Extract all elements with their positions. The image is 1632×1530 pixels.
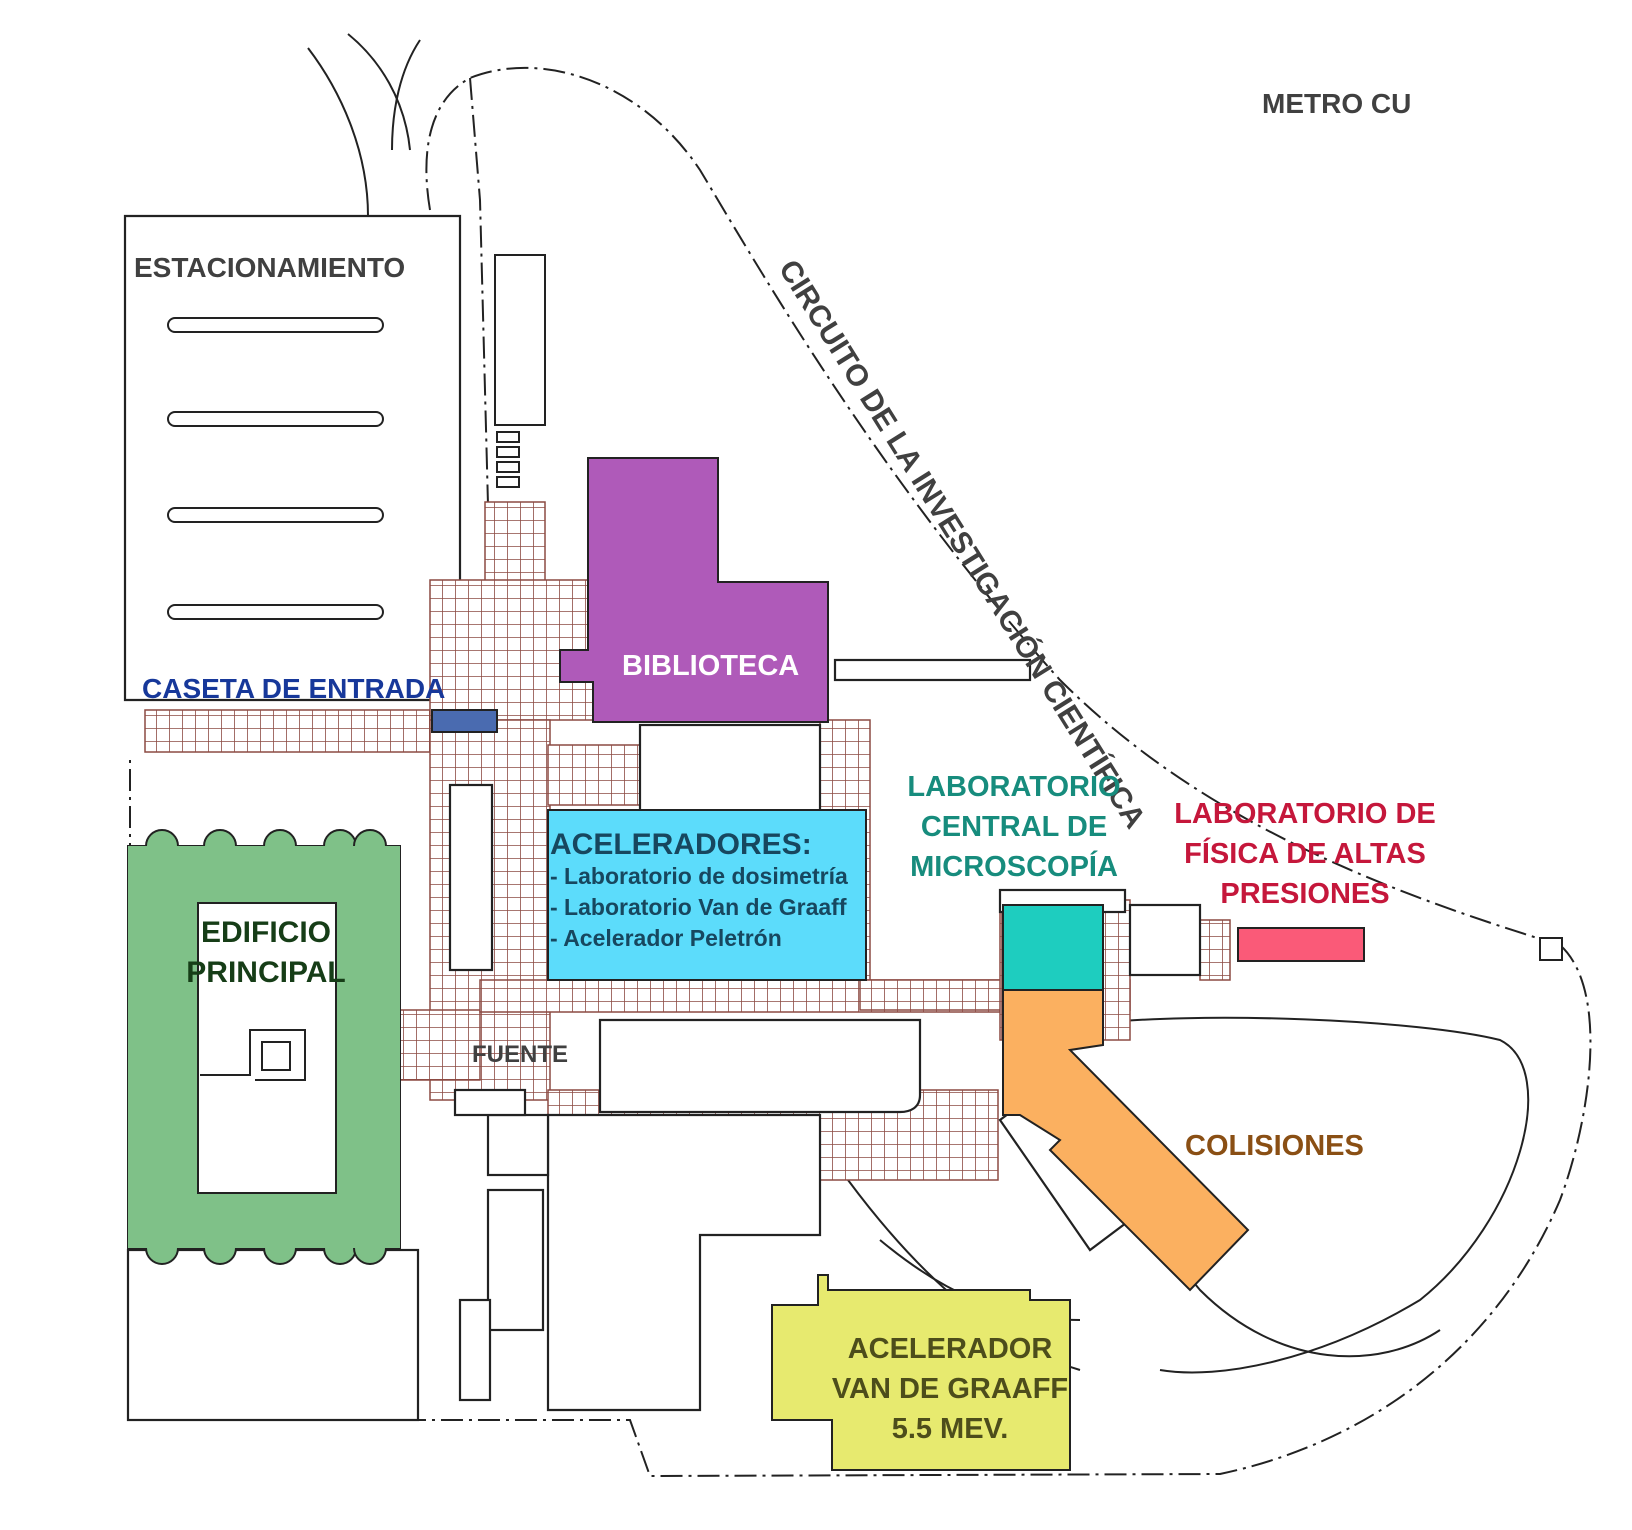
- aceleradores-building[interactable]: [547, 809, 867, 981]
- aceleradores-title: ACELERADORES:: [550, 828, 812, 861]
- altas-presiones-building[interactable]: [1237, 927, 1365, 962]
- parking-row: [167, 411, 384, 427]
- guard-post: [1539, 937, 1563, 961]
- edificio-label-line2: PRINCIPAL: [186, 956, 345, 989]
- caseta-label: CASETA DE ENTRADA: [142, 673, 445, 704]
- van-de-graaff-building[interactable]: [771, 1274, 1071, 1471]
- van-de-graaff-label-line2: VAN DE GRAAFF: [832, 1373, 1068, 1405]
- estacionamiento-label: ESTACIONAMIENTO: [134, 252, 405, 283]
- biblioteca-label: BIBLIOTECA: [622, 650, 799, 682]
- colisiones-label: COLISIONES: [1185, 1130, 1364, 1162]
- edificio-label-line1: EDIFICIO: [201, 916, 331, 949]
- parking-row: [167, 604, 384, 620]
- parking-row: [167, 317, 384, 333]
- campus-roads: [129, 33, 1592, 1478]
- fuente-label: FUENTE: [472, 1041, 568, 1068]
- van-de-graaff-label-line1: ACELERADOR: [848, 1333, 1053, 1365]
- aceleradores-item: - Laboratorio de dosimetría: [550, 863, 848, 889]
- microscopia-label-line1: LABORATORIO: [907, 771, 1120, 803]
- aceleradores-item: - Acelerador Peletrón: [550, 925, 782, 951]
- parking-lot: [123, 214, 546, 702]
- parking-row: [167, 507, 384, 523]
- altas-presiones-label-line3: PRESIONES: [1220, 878, 1389, 910]
- aceleradores-item: - Laboratorio Van de Graaff: [550, 894, 847, 920]
- microscopia-building[interactable]: [1002, 904, 1104, 991]
- altas-presiones-label-line2: FÍSICA DE ALTAS: [1184, 836, 1426, 870]
- misc-buildings: [126, 658, 1202, 1422]
- van-de-graaff-label-line3: 5.5 MEV.: [892, 1413, 1009, 1445]
- microscopia-label-line2: CENTRAL DE: [921, 811, 1107, 843]
- corridor-block: [448, 783, 494, 972]
- microscopia-label-line3: MICROSCOPÍA: [910, 849, 1118, 883]
- caseta-de-entrada[interactable]: [431, 709, 498, 733]
- colisiones-building[interactable]: [1002, 989, 1250, 1292]
- altas-presiones-label-line1: LABORATORIO DE: [1174, 798, 1436, 830]
- biblioteca-building[interactable]: [559, 457, 829, 723]
- edificio-principal[interactable]: [127, 829, 401, 1265]
- metro-label: METRO CU: [1262, 88, 1411, 119]
